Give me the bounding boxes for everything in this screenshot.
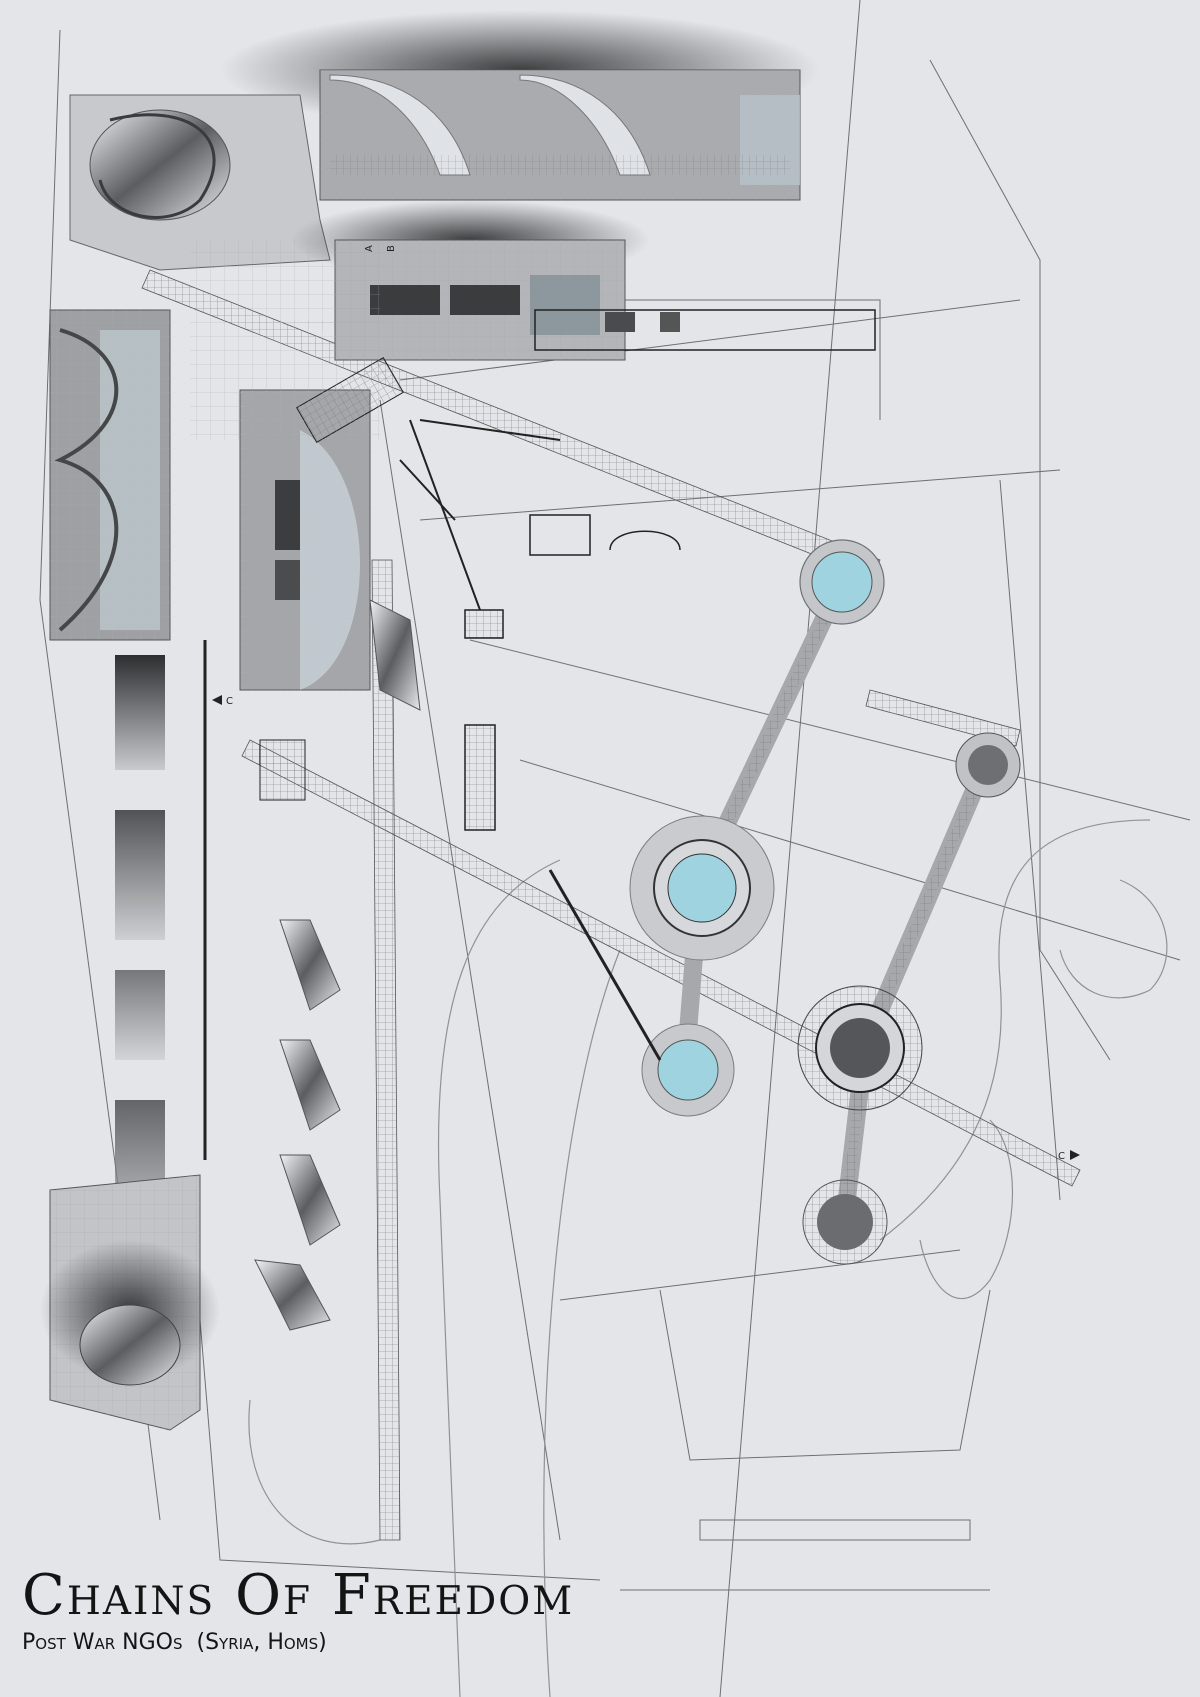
curved-boundaries [248,819,1168,1697]
section-marker-c-right: C [1058,1151,1065,1162]
section-markers: A B C C [212,245,1080,1162]
water-pools [629,539,885,1117]
left-tall-building [49,309,171,641]
upper-left-building [69,94,331,271]
corridor-features [399,419,681,1061]
round-pavilions [797,732,1021,1265]
grid-field [190,240,380,440]
section-marker-b: B [386,245,397,252]
lower-left-building [40,1174,220,1431]
title-block: Chains Of Freedom Post War NGOs (Syria, … [22,1568,574,1654]
section-marker-c-left: C [226,696,233,707]
angled-panels [254,599,421,1331]
poster-title: Chains Of Freedom [22,1563,575,1628]
top-building [220,10,820,201]
gradient-strip [115,640,207,1250]
section-marker-a: A [364,245,375,252]
site-outline-lines [39,0,1191,1697]
poster-subtitle: Post War NGOs (Syria, Homs) [22,1630,327,1655]
